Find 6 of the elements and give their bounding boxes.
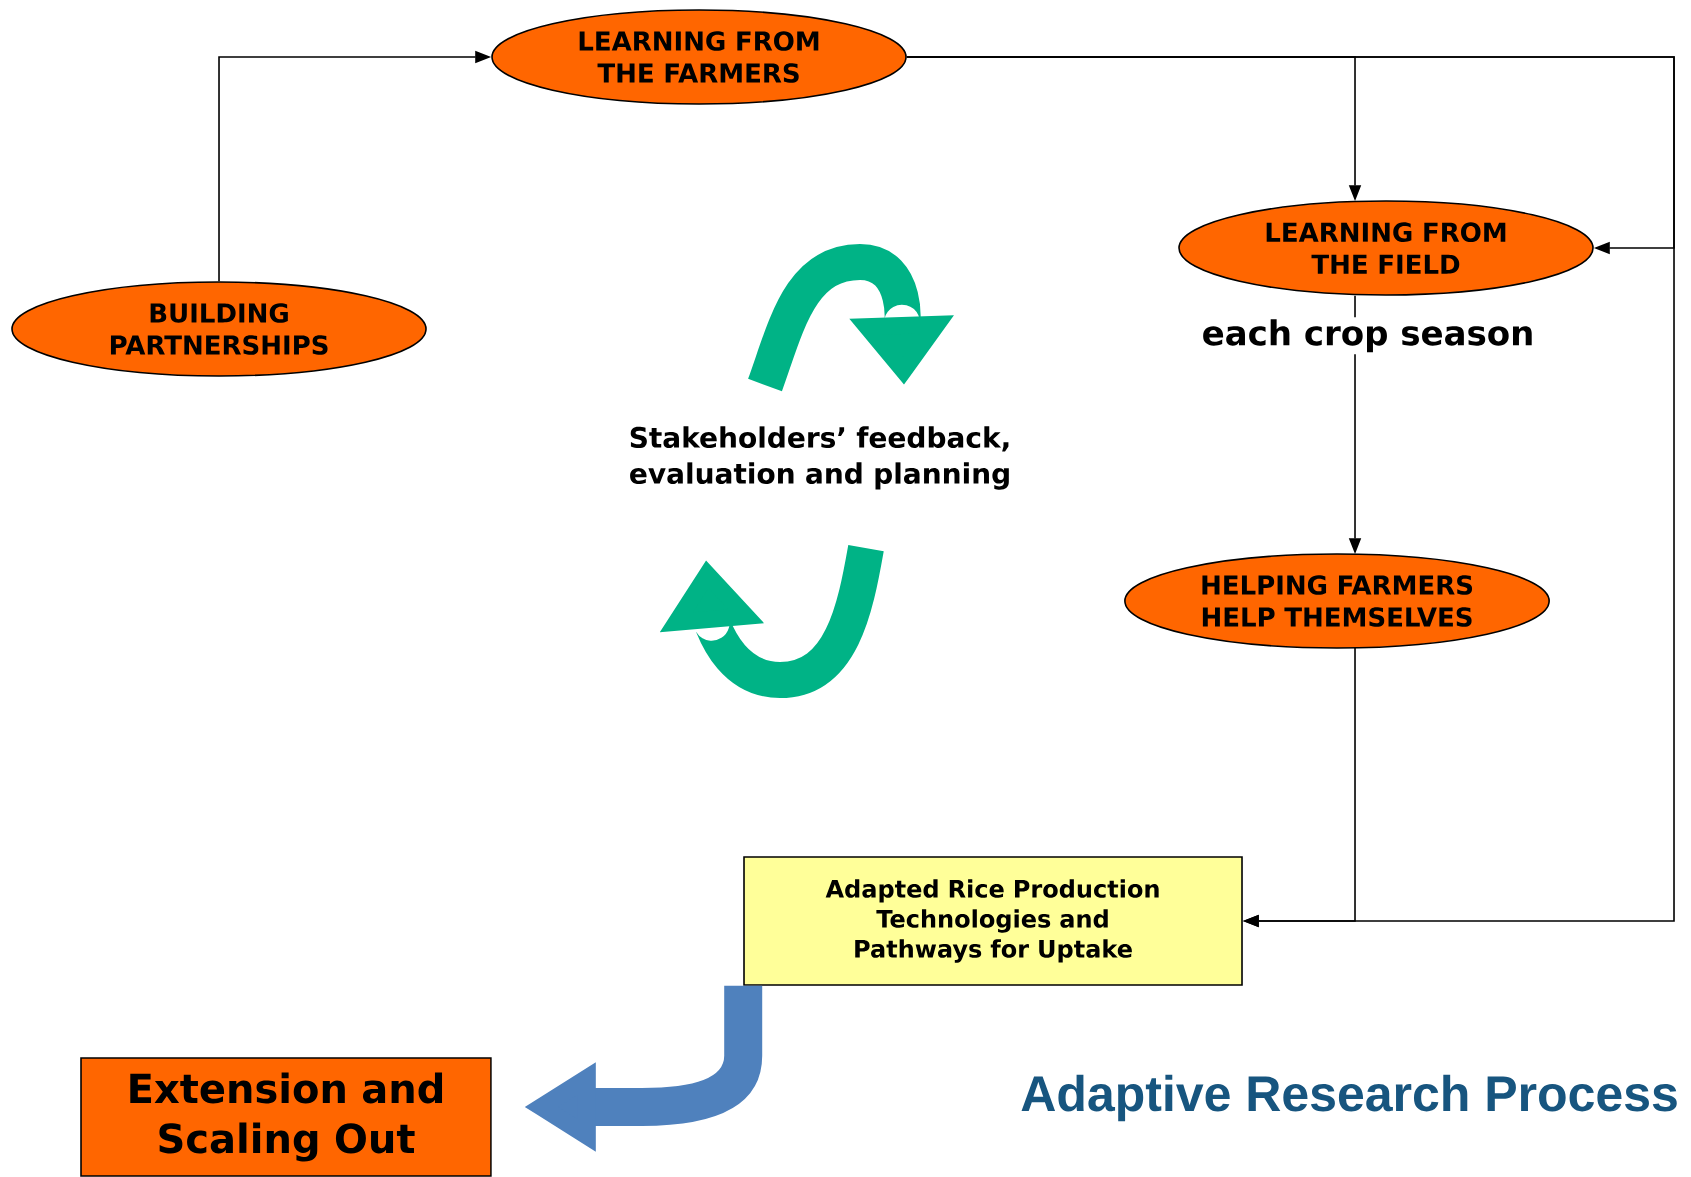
process-box: Extension and Scaling Out (80, 1057, 492, 1177)
process-box: Adapted Rice Production Technologies and Pathways for Uptake (743, 856, 1243, 986)
title: Adaptive Research Process (1021, 1074, 1677, 1122)
caption-text: each crop season (1199, 317, 1537, 355)
center-text: Stakeholders’ feedback, evaluation and planning (630, 426, 1009, 490)
connector-arrow (906, 56, 1675, 928)
